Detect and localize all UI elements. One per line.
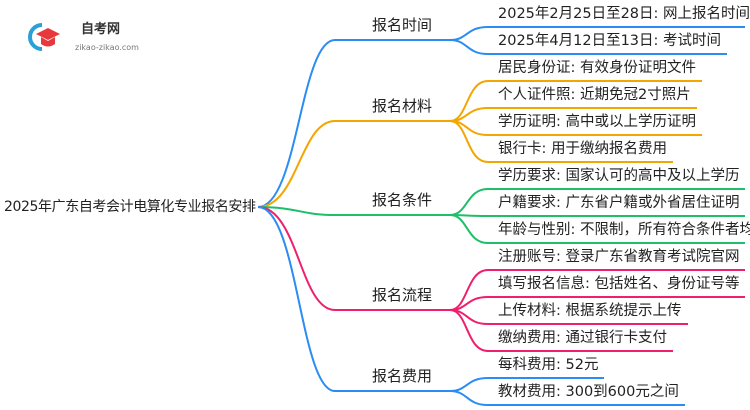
leaf-node[interactable]: 填写报名信息: 包括姓名、身份证号等 bbox=[498, 276, 740, 292]
leaf-node[interactable]: 银行卡: 用于缴纳报名费用 bbox=[498, 141, 667, 157]
leaf-node[interactable]: 居民身份证: 有效身份证明文件 bbox=[498, 60, 696, 76]
logo-url: zikao-zikao.com bbox=[75, 43, 139, 52]
leaf-node[interactable]: 户籍要求: 广东省户籍或外省居住证明 bbox=[498, 195, 740, 211]
leaf-node[interactable]: 年龄与性别: 不限制，所有符合条件者均可 bbox=[498, 222, 750, 238]
leaf-node[interactable]: 教材费用: 300到600元之间 bbox=[498, 384, 679, 400]
leaf-node[interactable]: 2025年2月25日至28日: 网上报名时间 bbox=[498, 6, 750, 22]
branch-connector bbox=[257, 39, 450, 208]
leaf-node[interactable]: 学历证明: 高中或以上学历证明 bbox=[498, 114, 696, 130]
branch-connector bbox=[257, 206, 450, 311]
leaf-node[interactable]: 缴纳费用: 通过银行卡支付 bbox=[498, 330, 667, 346]
leaf-connector bbox=[449, 39, 727, 55]
branch-connector bbox=[257, 206, 450, 216]
leaf-node[interactable]: 2025年4月12日至13日: 考试时间 bbox=[498, 33, 722, 49]
graduation-cap-icon bbox=[28, 23, 60, 51]
leaf-connector bbox=[449, 214, 745, 244]
leaf-connector bbox=[449, 309, 673, 352]
leaf-connector bbox=[449, 390, 685, 406]
branch-node[interactable]: 报名流程 bbox=[372, 286, 433, 304]
branch-node[interactable]: 报名条件 bbox=[372, 191, 433, 209]
leaf-node[interactable]: 每科费用: 52元 bbox=[498, 357, 599, 373]
branch-node[interactable]: 报名材料 bbox=[372, 97, 433, 115]
branch-connector bbox=[257, 120, 450, 208]
leaf-connector bbox=[449, 120, 673, 163]
logo: 自考网 zikao-zikao.com bbox=[28, 22, 148, 56]
branch-node[interactable]: 报名时间 bbox=[372, 16, 433, 34]
leaf-node[interactable]: 注册账号: 登录广东省教育考试院官网 bbox=[498, 249, 740, 265]
branch-connector bbox=[257, 206, 450, 392]
root-node[interactable]: 2025年广东自考会计电算化专业报名安排 bbox=[4, 199, 256, 215]
leaf-connector bbox=[449, 214, 745, 217]
leaf-node[interactable]: 个人证件照: 近期免冠2寸照片 bbox=[498, 87, 691, 103]
branch-node[interactable]: 报名费用 bbox=[372, 367, 433, 385]
leaf-node[interactable]: 上传材料: 根据系统提示上传 bbox=[498, 303, 682, 319]
logo-title: 自考网 bbox=[81, 22, 121, 37]
leaf-node[interactable]: 学历要求: 国家认可的高中及以上学历 bbox=[498, 168, 740, 184]
